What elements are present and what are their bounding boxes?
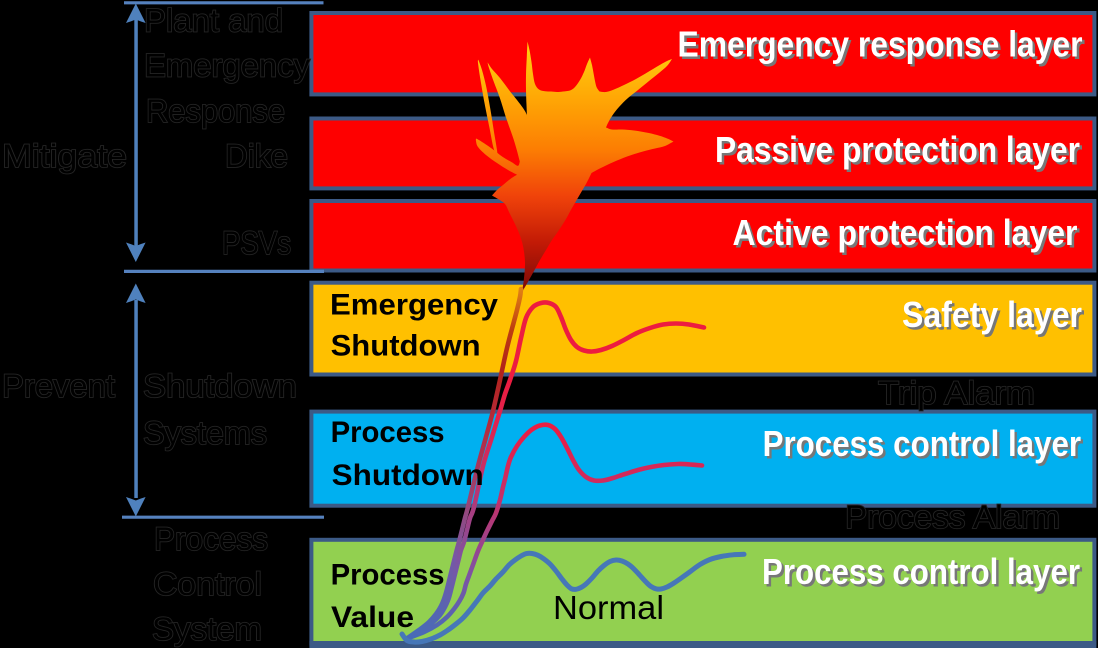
svg-text:Active protection layer: Active protection layer	[733, 212, 1078, 253]
svg-text:System: System	[152, 611, 262, 647]
svg-text:Safety layer: Safety layer	[905, 297, 1085, 338]
svg-text:Active protection layer: Active protection layer	[735, 215, 1080, 256]
svg-text:Passive protection layer: Passive protection layer	[715, 129, 1080, 170]
svg-text:Process: Process	[154, 521, 268, 557]
svg-text:Systems: Systems	[143, 415, 267, 451]
svg-text:Shutdown: Shutdown	[332, 459, 484, 492]
svg-text:Process Alarm: Process Alarm	[845, 499, 1060, 535]
svg-text:Response: Response	[146, 93, 285, 129]
svg-text:Dike: Dike	[225, 138, 288, 174]
svg-text:Emergency: Emergency	[330, 289, 498, 322]
svg-text:Normal: Normal	[553, 589, 664, 626]
svg-text:Emergency response layer: Emergency response layer	[680, 26, 1085, 67]
svg-text:Emergency response layer: Emergency response layer	[678, 24, 1083, 65]
svg-text:Control: Control	[153, 566, 262, 602]
svg-text:Process control layer: Process control layer	[765, 426, 1084, 467]
svg-text:Safety layer: Safety layer	[902, 294, 1082, 335]
svg-text:Process control layer: Process control layer	[762, 551, 1080, 592]
svg-text:Process control layer: Process control layer	[763, 423, 1082, 464]
svg-text:Emergency: Emergency	[144, 48, 310, 84]
svg-text:Passive protection layer: Passive protection layer	[718, 132, 1083, 173]
svg-text:Mitigate: Mitigate	[2, 138, 127, 174]
svg-text:Plant and: Plant and	[144, 2, 283, 38]
svg-text:PSVs: PSVs	[222, 225, 291, 261]
svg-text:Prevent: Prevent	[2, 368, 115, 404]
svg-text:Shutdown: Shutdown	[331, 330, 481, 363]
svg-text:Value: Value	[331, 601, 414, 634]
svg-text:Process control layer: Process control layer	[765, 554, 1083, 595]
svg-text:Trip Alarm: Trip Alarm	[878, 375, 1035, 411]
svg-text:Process: Process	[331, 416, 445, 449]
svg-text:Shutdown: Shutdown	[143, 368, 297, 404]
svg-text:Process: Process	[331, 559, 445, 592]
